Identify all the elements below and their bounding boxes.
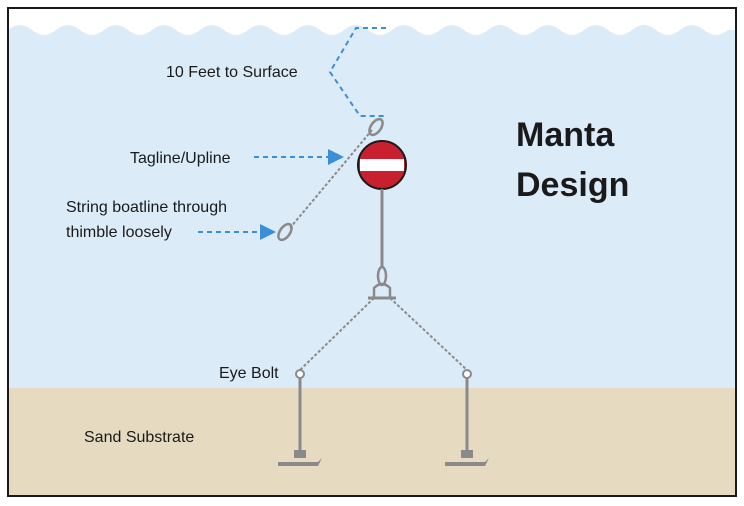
sand-substrate	[8, 388, 736, 496]
sand-substrate-label: Sand Substrate	[84, 429, 194, 446]
anchor-plate-left	[278, 458, 322, 466]
water-background	[8, 8, 736, 388]
eye-bolt-left	[295, 369, 305, 379]
bridle-chain-left	[299, 297, 375, 371]
water-surface-wave	[8, 8, 736, 35]
surface-distance-line	[328, 27, 386, 117]
boatline-label-line1: String boatline through	[66, 199, 227, 216]
anchor-base-left	[294, 450, 306, 458]
boatline-thimble	[277, 222, 293, 242]
buoy-stripe	[360, 159, 404, 171]
anchor-base-right	[461, 450, 473, 458]
shackle	[372, 282, 392, 300]
boatline-label-line2: thimble loosely	[66, 224, 172, 241]
anchor-plate-right	[445, 458, 489, 466]
title-line1: Manta	[516, 116, 615, 154]
eye-bolt-label: Eye Bolt	[219, 365, 279, 382]
eye-bolt-right	[462, 369, 472, 379]
tagline-thimble	[368, 117, 384, 137]
title-line2: Design	[516, 166, 629, 204]
tagline-label: Tagline/Upline	[130, 150, 231, 167]
bridle-chain-right	[389, 297, 468, 371]
frame-border	[7, 7, 737, 497]
boatline-chain	[289, 129, 373, 229]
surface-distance-label: 10 Feet to Surface	[166, 64, 298, 81]
